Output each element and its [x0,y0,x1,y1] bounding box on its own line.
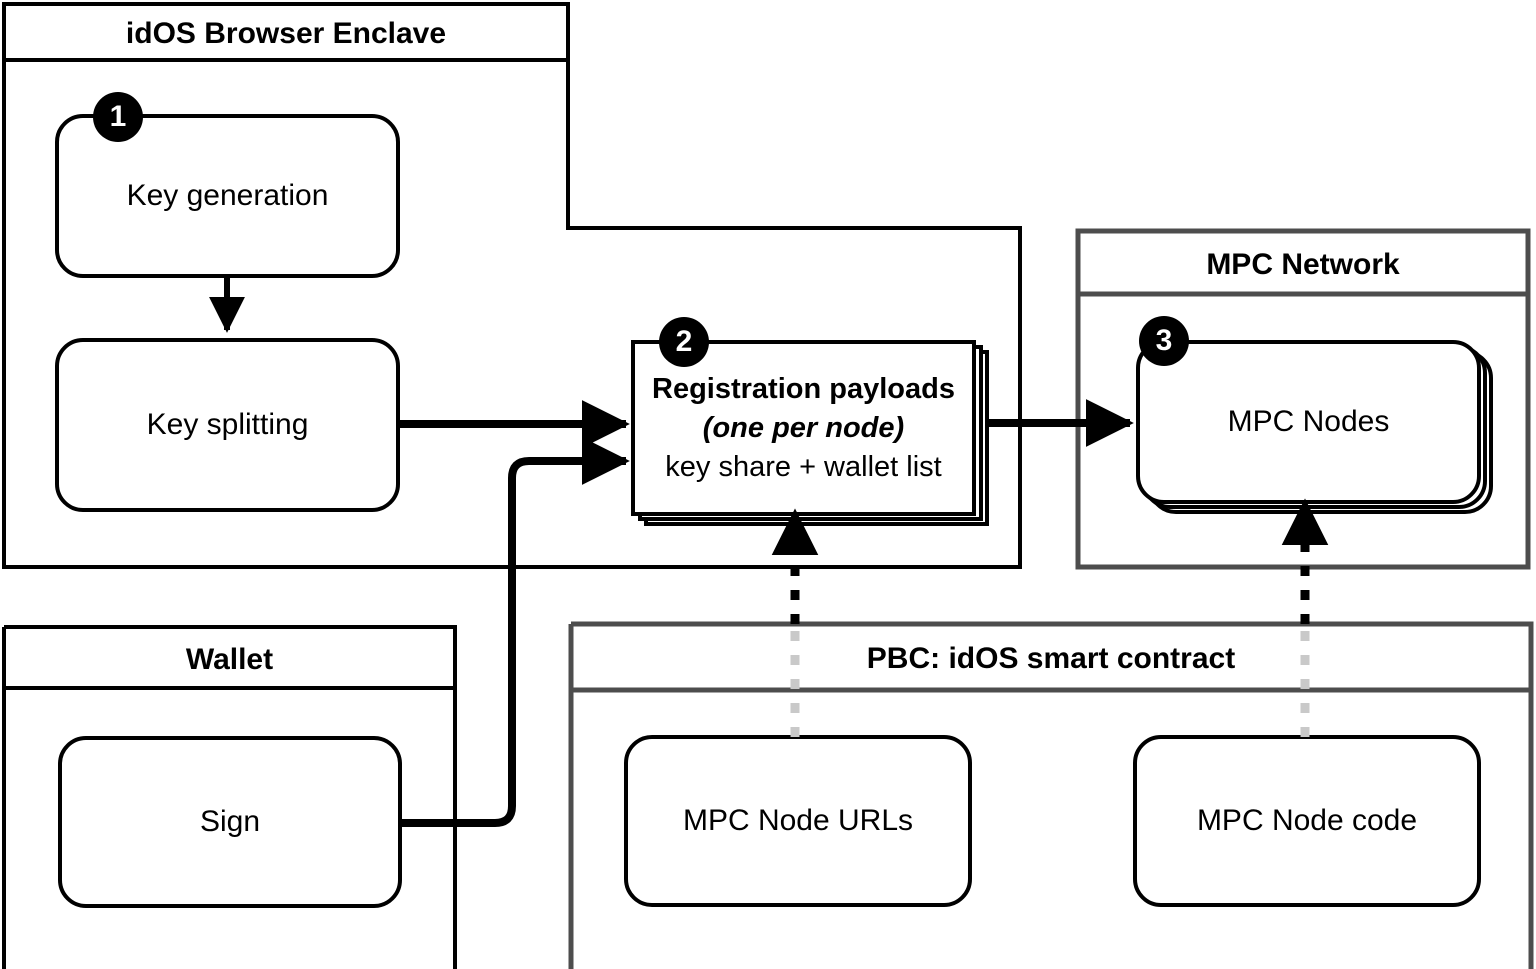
edge-sign-to-payloads [400,437,630,827]
badge-1-circle [93,92,143,142]
node-mpc-node-urls-shape[interactable] [624,735,972,907]
node-key-splitting-shape[interactable] [55,338,400,512]
node-registration-payloads-shape[interactable] [631,340,976,516]
node-key-generation-shape[interactable] [55,114,400,278]
node-mpc-nodes-shape[interactable] [1136,340,1481,504]
node-sign-shape[interactable] [58,736,402,908]
badge-2-circle [659,317,709,367]
badge-3-circle [1139,316,1189,366]
node-mpc-node-code-shape[interactable] [1133,735,1481,907]
